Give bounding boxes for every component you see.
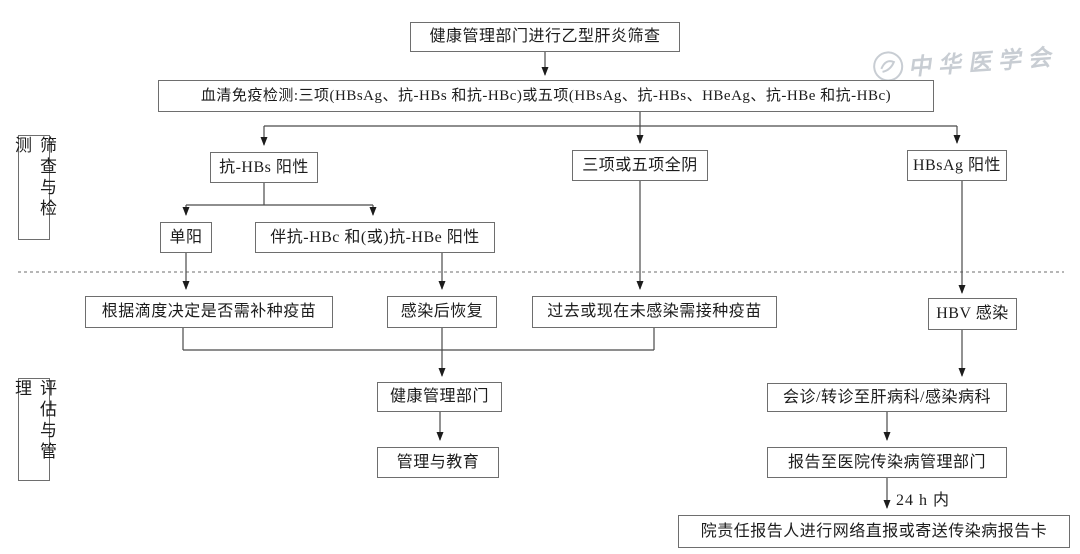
node-consult-transfer: 会诊/转诊至肝病科/感染病科 <box>767 383 1007 412</box>
node-all-negative: 三项或五项全阴 <box>572 150 708 181</box>
node-report-card: 院责任报告人进行网络直报或寄送传染病报告卡 <box>678 515 1070 548</box>
label-within-24h: 24 h 内 <box>896 492 951 509</box>
node-report-hospital: 报告至医院传染病管理部门 <box>767 447 1007 478</box>
node-hbv-infection: HBV 感染 <box>928 298 1017 330</box>
node-health-dept: 健康管理部门 <box>377 382 502 412</box>
node-start: 健康管理部门进行乙型肝炎筛查 <box>410 22 680 52</box>
section-label-evaluation: 评估与管理 <box>12 378 56 481</box>
node-serology-test: 血清免疫检测:三项(HBsAg、抗-HBs 和抗-HBc)或五项(HBsAg、抗… <box>158 80 934 112</box>
node-management-education: 管理与教育 <box>377 447 499 478</box>
node-recovered: 感染后恢复 <box>387 296 497 328</box>
node-with-anti-hbc-hbe: 伴抗-HBc 和(或)抗-HBe 阳性 <box>255 222 495 253</box>
node-titer-decision: 根据滴度决定是否需补种疫苗 <box>85 296 333 328</box>
node-not-infected-vaccinate: 过去或现在未感染需接种疫苗 <box>532 296 777 328</box>
node-hbsag-positive: HBsAg 阳性 <box>907 150 1007 181</box>
section-label-screening: 筛查与检测 <box>12 135 56 240</box>
node-single-positive: 单阳 <box>160 222 212 253</box>
node-anti-hbs-positive: 抗-HBs 阳性 <box>210 152 318 183</box>
